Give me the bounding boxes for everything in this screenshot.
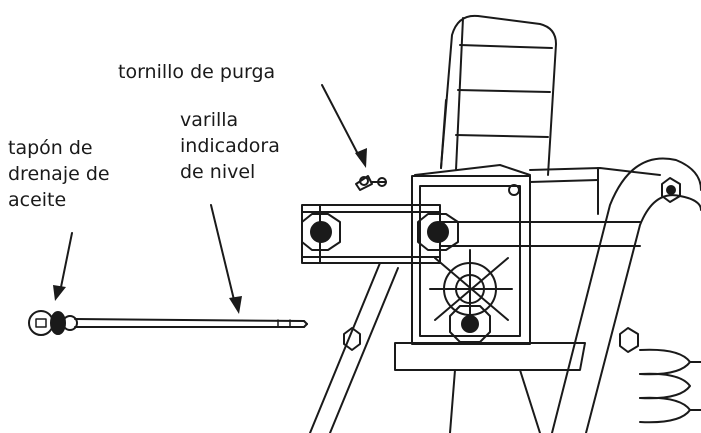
label-line: aceite (8, 189, 67, 211)
label-drain-plug: tapón de drenaje de aceite (8, 135, 110, 213)
label-dipstick: varilla indicadora de nivel (180, 107, 280, 185)
coil-spring (639, 348, 701, 424)
curved-tube (551, 157, 701, 433)
bleed-screw (355, 175, 387, 191)
upper-housing (529, 167, 661, 215)
arrow-bleed-screw (321, 84, 367, 168)
label-line: tapón de (8, 137, 93, 159)
label-line: drenaje de (8, 163, 110, 185)
arrow-drain-plug (53, 232, 73, 301)
handle-frame (440, 14, 557, 176)
label-line: varilla (180, 109, 239, 131)
dipstick-rod (74, 318, 308, 328)
drain-plug (28, 310, 78, 336)
bracket-plate (411, 164, 531, 345)
label-bleed-screw: tornillo de purga (118, 59, 275, 85)
arrow-dipstick (210, 204, 242, 314)
label-line: de nivel (180, 161, 256, 183)
lower-frame (309, 262, 586, 433)
label-line: indicadora (180, 135, 280, 157)
label-line: tornillo de purga (118, 61, 276, 83)
rail-nuts (301, 213, 459, 251)
